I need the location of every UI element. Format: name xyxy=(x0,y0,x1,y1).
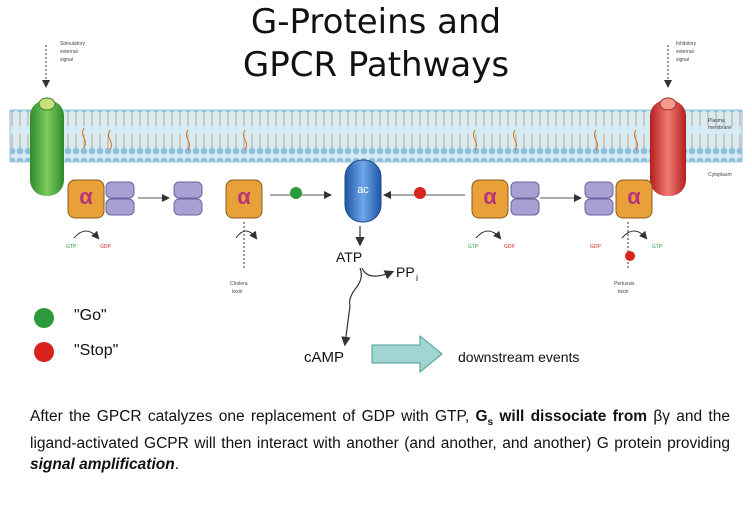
svg-text:GTP: GTP xyxy=(66,244,77,250)
title-line-1: G-Proteins and xyxy=(250,2,502,42)
svg-text:external: external xyxy=(60,49,78,55)
caption-paragraph: After the GPCR catalyzes one replacement… xyxy=(30,406,730,475)
stop-signal-dot xyxy=(414,187,426,199)
inhibitory-receptor xyxy=(650,97,686,196)
svg-text:GTP: GTP xyxy=(468,244,479,250)
stimulatory-receptor xyxy=(30,97,64,196)
inhibitory-signal-label: Inhibitory xyxy=(676,41,697,47)
svg-text:signal: signal xyxy=(676,57,689,63)
svg-text:GDP: GDP xyxy=(590,244,602,250)
svg-text:toxin: toxin xyxy=(618,289,629,295)
caption-gs: Gs xyxy=(475,408,494,429)
svg-text:signal: signal xyxy=(60,57,73,63)
stimulatory-signal-label: Stimulatory xyxy=(60,41,86,47)
legend-stop-dot xyxy=(34,342,54,362)
legend-stop-label: "Stop" xyxy=(74,342,119,359)
svg-text:α: α xyxy=(627,184,641,209)
svg-text:PP: PP xyxy=(396,264,415,280)
caption-part-1: After the GPCR catalyzes one replacement… xyxy=(30,408,470,425)
caption-signal-amplification: signal amplification xyxy=(30,456,175,474)
atp-label: ATP xyxy=(336,249,362,265)
svg-text:Cytoplasm: Cytoplasm xyxy=(708,172,732,178)
svg-text:i: i xyxy=(416,273,418,283)
svg-text:membrane: membrane xyxy=(708,125,732,131)
camp-label: cAMP xyxy=(304,349,344,366)
gi-protein-complex-2: α xyxy=(584,179,653,219)
svg-text:α: α xyxy=(237,184,251,209)
svg-text:GTP: GTP xyxy=(652,244,663,250)
cell-membrane xyxy=(10,110,742,162)
legend-go-label: "Go" xyxy=(74,307,107,324)
title-line-2: GPCR Pathways xyxy=(242,45,510,85)
svg-text:GDP: GDP xyxy=(504,244,516,250)
svg-text:Cholera: Cholera xyxy=(230,281,248,287)
ac-label: ac xyxy=(357,184,369,196)
go-signal-dot xyxy=(290,187,302,199)
svg-text:Plasma: Plasma xyxy=(708,118,725,124)
gi-protein-complex-1: α xyxy=(471,179,540,219)
adenylyl-cyclase: ac xyxy=(344,159,382,223)
svg-text:toxin: toxin xyxy=(232,289,243,295)
caption-part-4: and the ligand-activated GCPR will then … xyxy=(30,408,730,453)
svg-text:α: α xyxy=(79,184,93,209)
svg-text:α: α xyxy=(483,184,497,209)
downstream-arrow xyxy=(371,334,443,374)
svg-text:Pertussis: Pertussis xyxy=(614,281,635,287)
caption-part-2: will dissociate from xyxy=(499,408,648,425)
svg-text:external: external xyxy=(676,49,694,55)
downstream-label: downstream events xyxy=(458,349,579,365)
legend-go-dot xyxy=(34,308,54,328)
caption-beta-gamma: βγ xyxy=(653,408,671,425)
svg-text:GDP: GDP xyxy=(100,244,112,250)
caption-period: . xyxy=(174,456,180,474)
gs-protein-complex-1: α xyxy=(67,179,135,219)
gs-protein-complex-2: α xyxy=(173,179,263,219)
ppi-label: PP i xyxy=(396,264,418,283)
